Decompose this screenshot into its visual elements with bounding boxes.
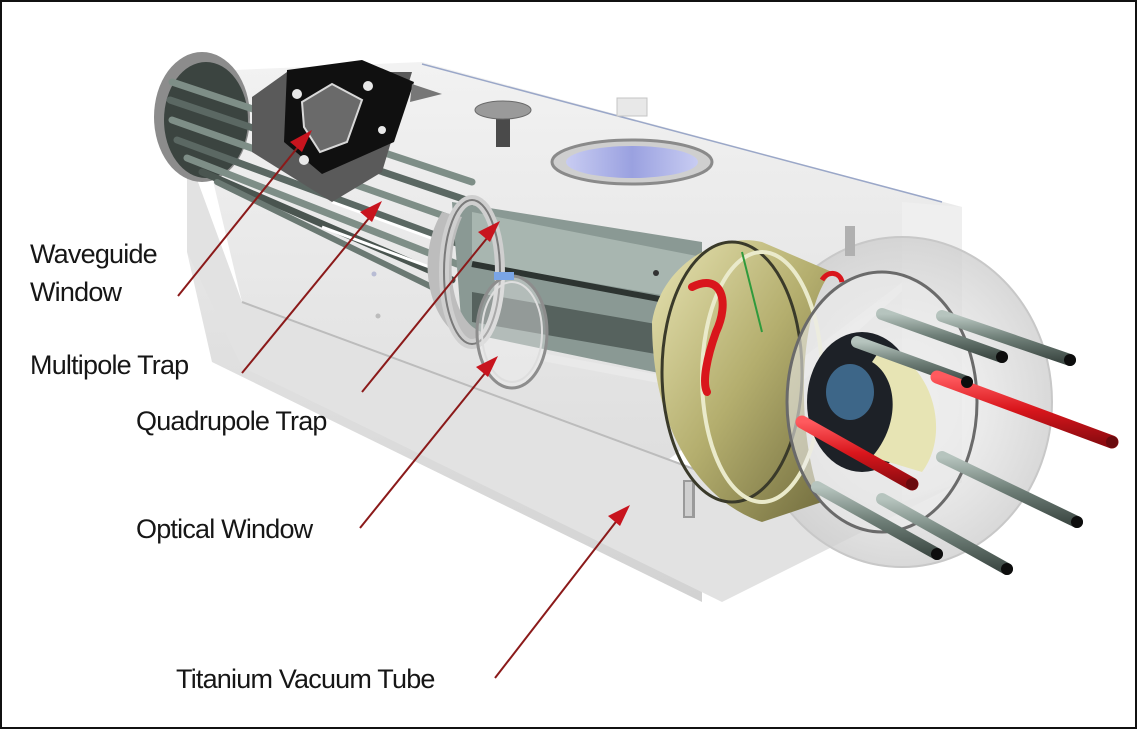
label-quadrupole-trap: Quadrupole Trap [136,406,327,436]
label-optical-window: Optical Window [136,514,313,544]
multipole-trap-drawing [154,52,476,295]
quadrupole-trap-drawing [427,195,703,391]
waveguide-window-drawing [252,60,442,202]
arrow-titanium-vacuum-tube [494,505,630,679]
callout-arrows [177,130,630,679]
arrow-optical-window [359,356,498,529]
arrow-waveguide-window [177,130,312,297]
top-viewport-drawing [474,100,714,186]
arrow-quadrupole-trap [361,221,500,393]
label-multipole-trap: Multipole Trap [30,350,189,380]
label-waveguide-window-line1: Waveguide [30,239,158,269]
label-titanium-vacuum-tube: Titanium Vacuum Tube [176,664,435,694]
arrow-multipole-trap [241,201,382,374]
label-waveguide-window-line2: Window [30,277,122,307]
feedthrough-pins [795,308,1119,575]
label-waveguide-window: Waveguide Window [30,235,158,311]
